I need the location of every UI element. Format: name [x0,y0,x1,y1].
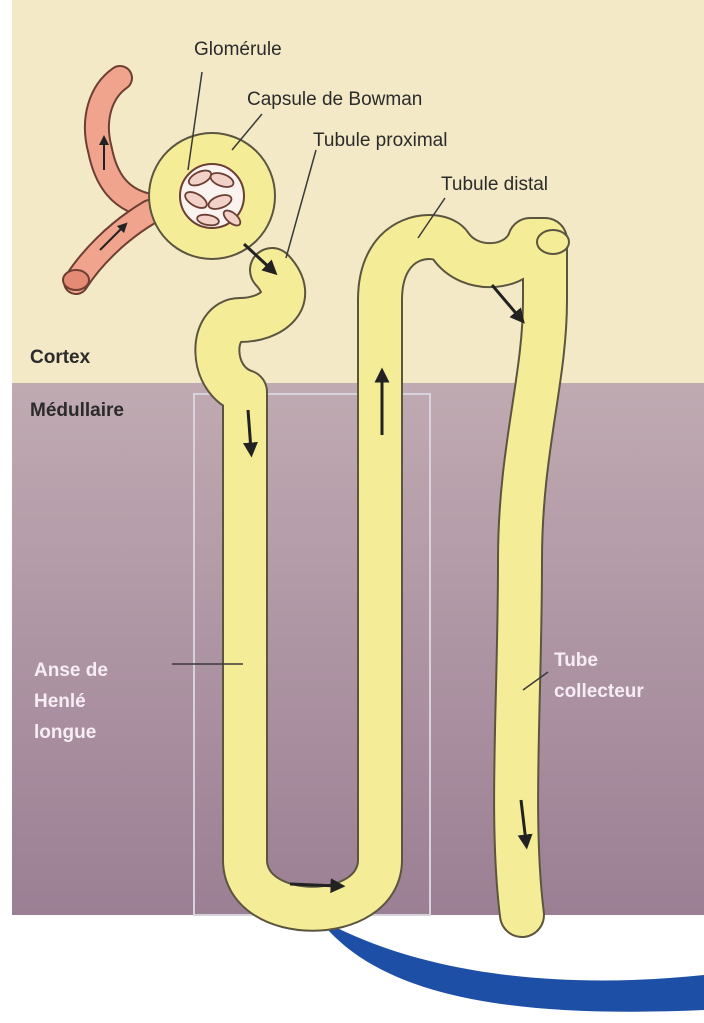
label-tube-line-2: collecteur [554,681,644,702]
label-tubule-proximal: Tubule proximal [313,130,447,151]
bowman-capsule [148,132,276,260]
label-medullaire: Médullaire [30,400,124,421]
label-anse-line-3: longue [34,722,96,743]
label-anse-line-2: Henlé [34,691,86,712]
label-glomerule: Glomérule [194,39,282,60]
label-anse-line-1: Anse de [34,660,108,681]
label-cortex: Cortex [30,347,91,368]
label-capsule-bowman: Capsule de Bowman [247,89,422,110]
label-tube-line-1: Tube [554,650,598,671]
label-tubule-distal: Tubule distal [441,174,548,195]
